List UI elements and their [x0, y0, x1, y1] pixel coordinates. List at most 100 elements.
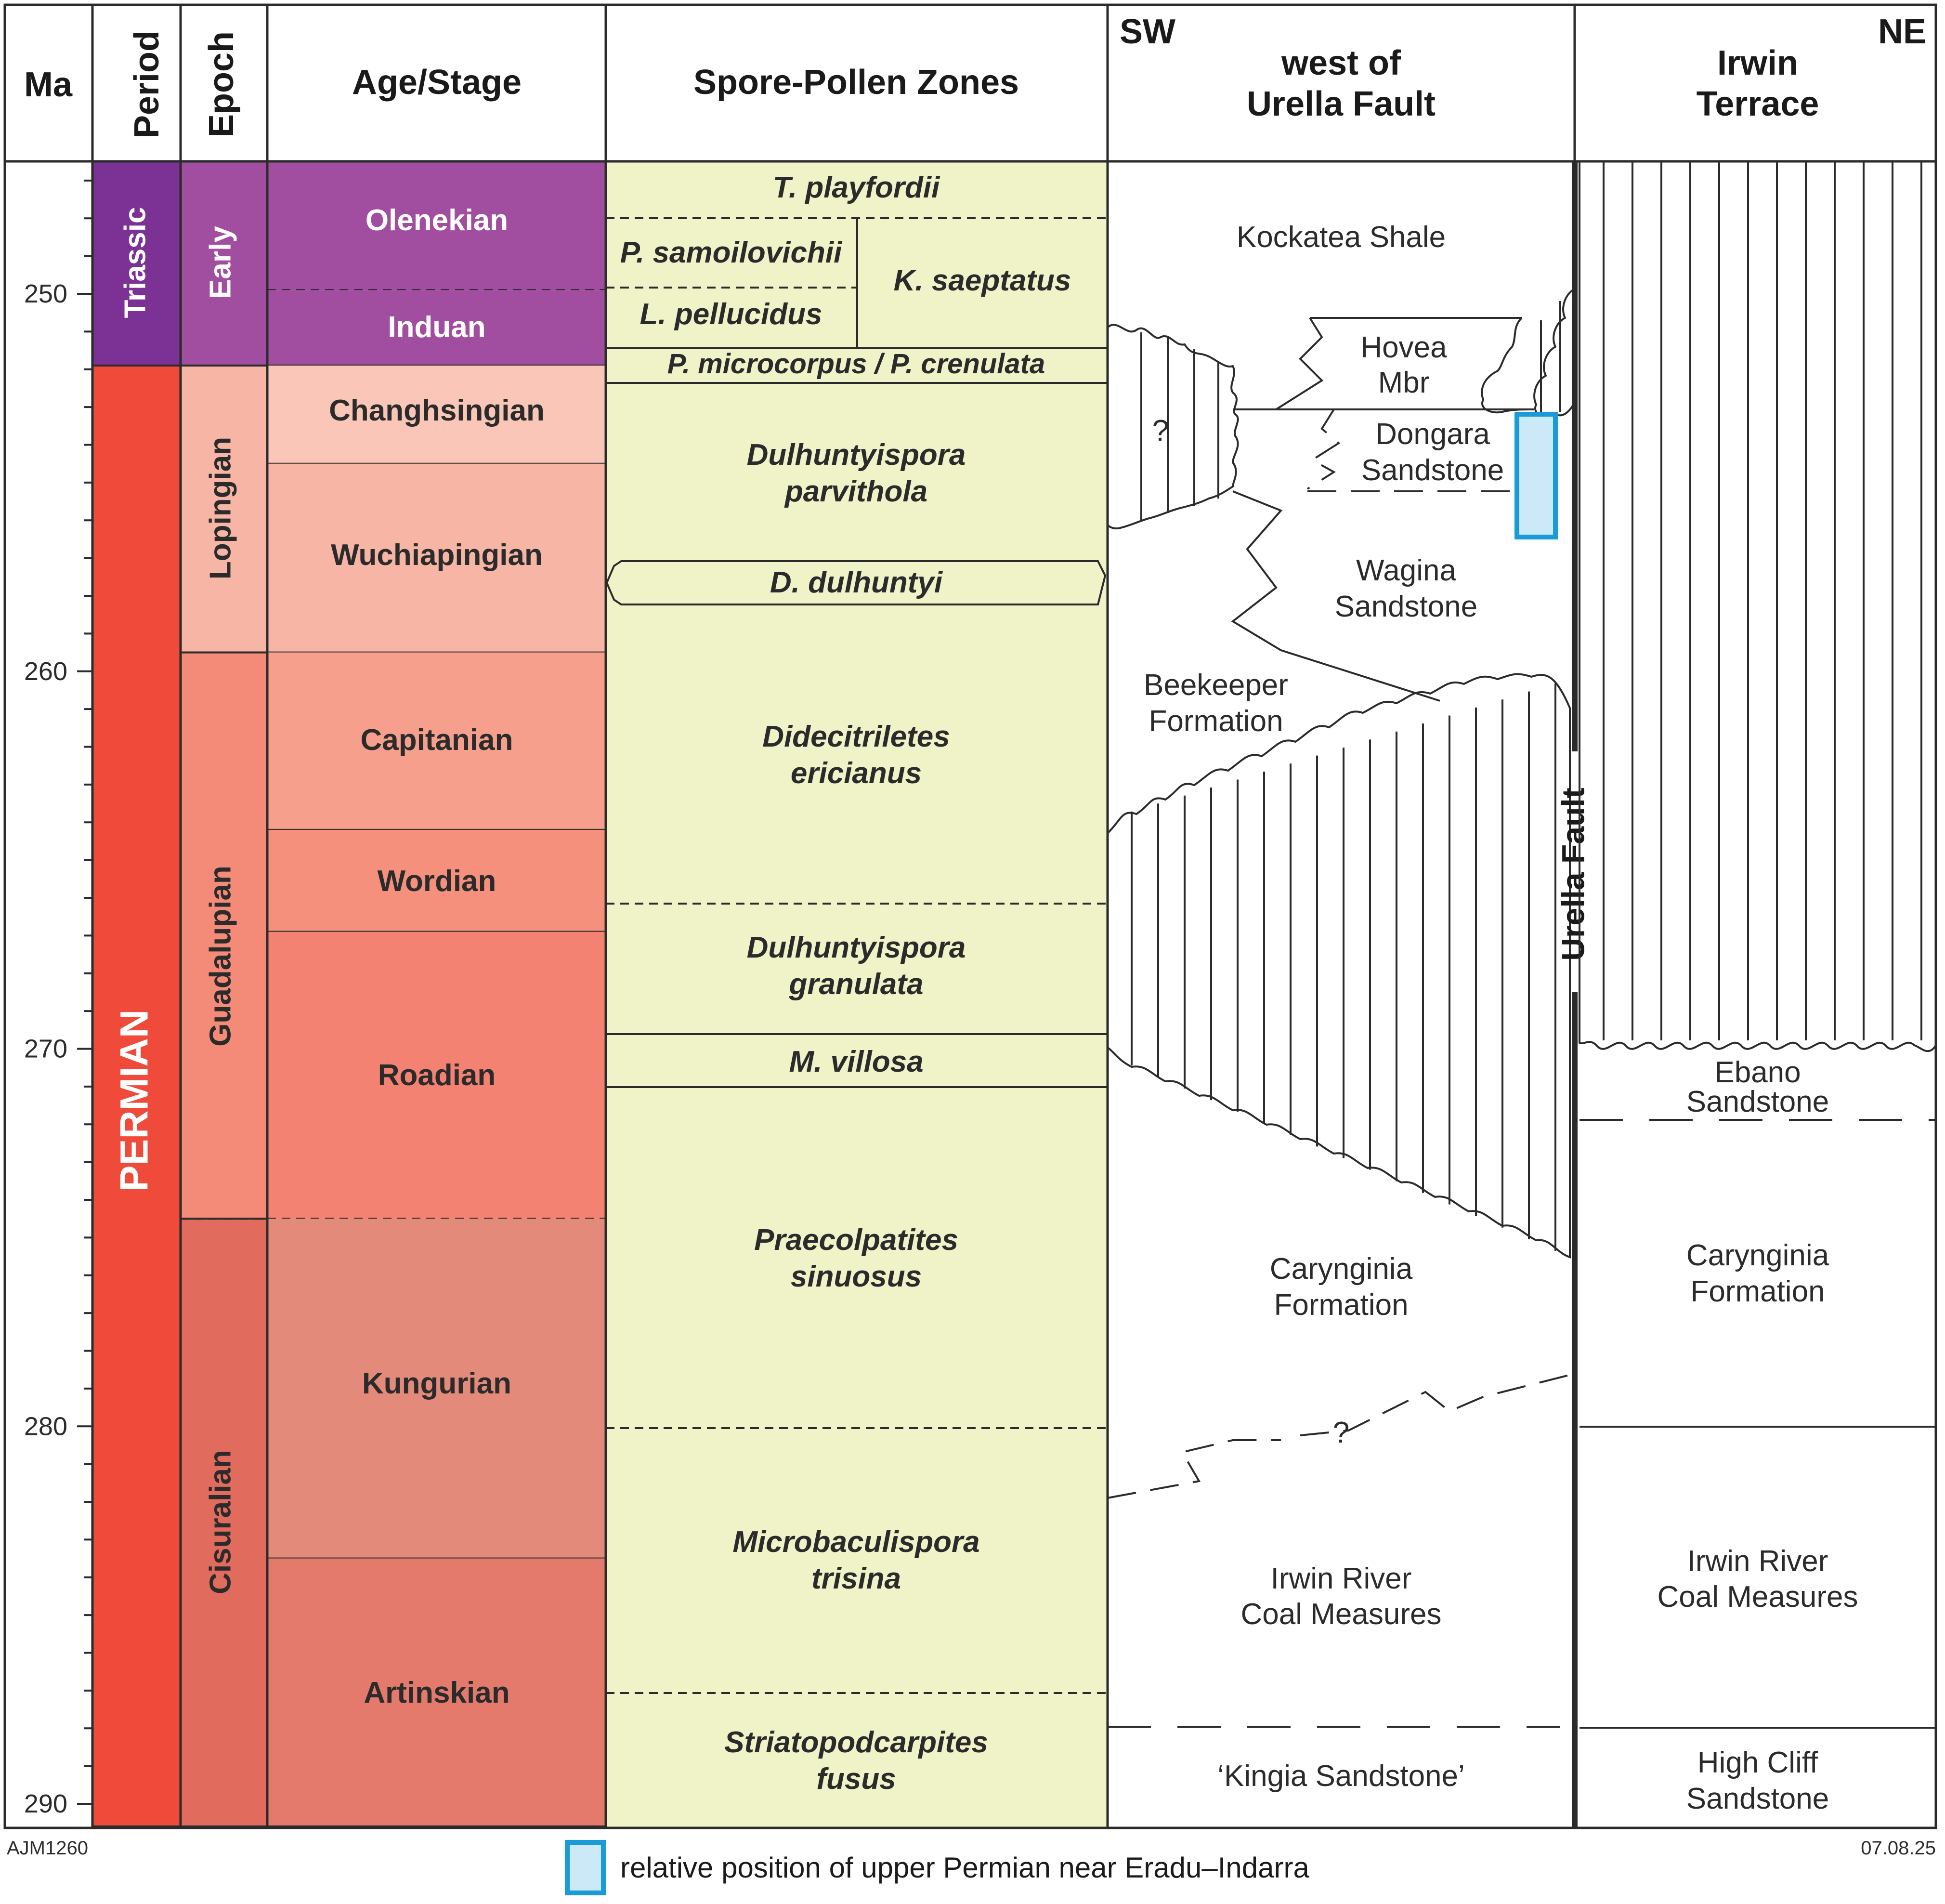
zone-fusus-line1: Striatopodcarpites [724, 1726, 988, 1759]
unit-hovea-2: Mbr [1378, 366, 1430, 399]
zone-granulata-line1: Dulhuntyispora [747, 931, 966, 964]
unit-dongara-2: Sandstone [1361, 454, 1504, 487]
zone-playfordii: T. playfordii [773, 171, 941, 204]
stage-fill-1 [267, 290, 606, 366]
unit-beekeeper-1: Beekeeper [1144, 669, 1288, 702]
header-row: Ma Period Epoch Age/Stage Spore-Pollen Z… [24, 13, 1926, 138]
stage-roadian: Roadian [378, 1059, 496, 1092]
zone-ericianus: Didecitriletes ericianus [762, 720, 950, 790]
unit-kockatea: Kockatea Shale [1237, 221, 1446, 254]
period-fill-1 [91, 364, 182, 1828]
epoch-fill-3 [180, 1218, 268, 1828]
dongara-wagina-boundary [1306, 408, 1522, 492]
beekeeper-hiatus-stripes [1131, 683, 1556, 1251]
period-permian-label: PERMIAN [113, 1010, 157, 1192]
unit-wagina-1: Wagina [1356, 554, 1456, 587]
west-unit-labels: Kockatea Shale Hovea Mbr Dongara Sandsto… [1144, 221, 1504, 1793]
zone-dulhuntyi: D. dulhuntyi [770, 566, 943, 599]
carynginia-irwin-boundary [1107, 1373, 1575, 1499]
stage-changhsingian: Changhsingian [329, 394, 545, 427]
stage-kungurian: Kungurian [362, 1367, 511, 1400]
unit-carynginia-2: Formation [1274, 1288, 1408, 1322]
ma-tick-label: 270 [24, 1035, 67, 1064]
zone-granulata-line2: granulata [788, 968, 923, 1001]
zone-parvithola-line1: Dulhuntyispora [747, 438, 966, 472]
stage-fill-6 [267, 932, 606, 1219]
irwin-hiatus [1579, 160, 1937, 1052]
unit-carynginia-1: Carynginia [1270, 1252, 1413, 1286]
epoch-guadalupian-label: Guadalupian [204, 866, 237, 1046]
header-west-line1: west of [1281, 44, 1401, 82]
header-irwin-line1: Irwin [1717, 44, 1798, 82]
stage-olenekian: Olenekian [366, 204, 508, 237]
zone-parvithola-line2: parvithola [784, 475, 927, 508]
unit-dongara-1: Dongara [1375, 418, 1490, 451]
zone-boundaries [605, 217, 1108, 1694]
header-irwin-line2: Terrace [1697, 85, 1819, 123]
irwin-high-cliff-1: High Cliff [1697, 1746, 1818, 1779]
zone-trisina-line2: trisina [811, 1562, 901, 1595]
west-query-upper: ? [1152, 414, 1169, 447]
zone-granulata: Dulhuntyispora granulata [747, 931, 966, 1001]
header-epoch: Epoch [202, 31, 241, 137]
epoch-early-label: Early [204, 226, 237, 299]
stage-fill-2 [267, 365, 606, 464]
header-ne: NE [1878, 13, 1926, 51]
figure-date: 07.08.25 [1861, 1838, 1936, 1859]
irwin-unit-labels: Ebano Sandstone Carynginia Formation Irw… [1658, 1056, 1858, 1815]
epoch-lopingian-label: Lopingian [204, 437, 237, 579]
fault-label: Urella Fault [1555, 788, 1591, 960]
zone-ericianus-line1: Didecitriletes [762, 720, 950, 753]
frame [3, 3, 1937, 1829]
zone-pellucidus: L. pellucidus [640, 298, 822, 331]
stage-wordian: Wordian [378, 865, 496, 898]
stage-fill-8 [267, 1558, 606, 1827]
figure-code: AJM1260 [7, 1838, 88, 1859]
irwin-ebano-2: Sandstone [1686, 1085, 1829, 1118]
irwin-river-2: Coal Measures [1658, 1580, 1858, 1614]
zone-microcorpus: P. microcorpus / P. crenulata [667, 348, 1045, 380]
header-sw: SW [1120, 13, 1175, 51]
header-period: Period [128, 30, 166, 138]
irwin-ebano-1: Ebano [1714, 1056, 1801, 1089]
zone-samoilovichii: P. samoilovichii [620, 236, 843, 269]
urella-fault: Urella Fault [1555, 161, 1591, 1828]
stage-fill-5 [267, 829, 606, 932]
ma-tick-label: 260 [24, 657, 67, 686]
legend-text: relative position of upper Permian near … [620, 1851, 1309, 1884]
zone-column [606, 161, 1108, 1828]
period-triassic-label: Triassic [118, 207, 152, 318]
footer: AJM1260 07.08.25 relative position of up… [7, 1838, 1936, 1895]
epoch-cisuralian-label: Cisuralian [204, 1450, 237, 1594]
west-query-lower: ? [1333, 1416, 1349, 1449]
ma-tick-label: 250 [24, 279, 67, 308]
header-west-line2: Urella Fault [1247, 85, 1436, 123]
zone-sinuosus-line2: sinuosus [791, 1260, 922, 1293]
zone-background [606, 161, 1108, 1828]
zone-fusus-line2: fusus [816, 1762, 896, 1796]
irwin-river-1: Irwin River [1687, 1545, 1828, 1578]
stage-wuchiapingian: Wuchiapingian [331, 538, 543, 572]
zone-saeptatus: K. saeptatus [894, 264, 1071, 297]
stage-fill-0 [267, 161, 606, 290]
hovea-boundary [1233, 317, 1534, 410]
west-column-geology: ? ? [1107, 288, 1576, 1728]
stage-fill-7 [267, 1219, 606, 1559]
unit-kingia: ‘Kingia Sandstone’ [1217, 1760, 1465, 1793]
stage-capitanian: Capitanian [361, 723, 513, 757]
irwin-terrace-geology [1579, 160, 1937, 1729]
unit-beekeeper-2: Formation [1149, 705, 1283, 738]
ma-tick-label: 280 [24, 1412, 67, 1441]
period-column [91, 160, 182, 1828]
stage-induan: Induan [388, 311, 485, 344]
header-ma: Ma [24, 66, 73, 104]
zone-ericianus-line2: ericianus [791, 757, 922, 790]
wagina-beekeeper-boundary [1231, 490, 1440, 702]
eradu-indarra-marker [1514, 412, 1558, 539]
